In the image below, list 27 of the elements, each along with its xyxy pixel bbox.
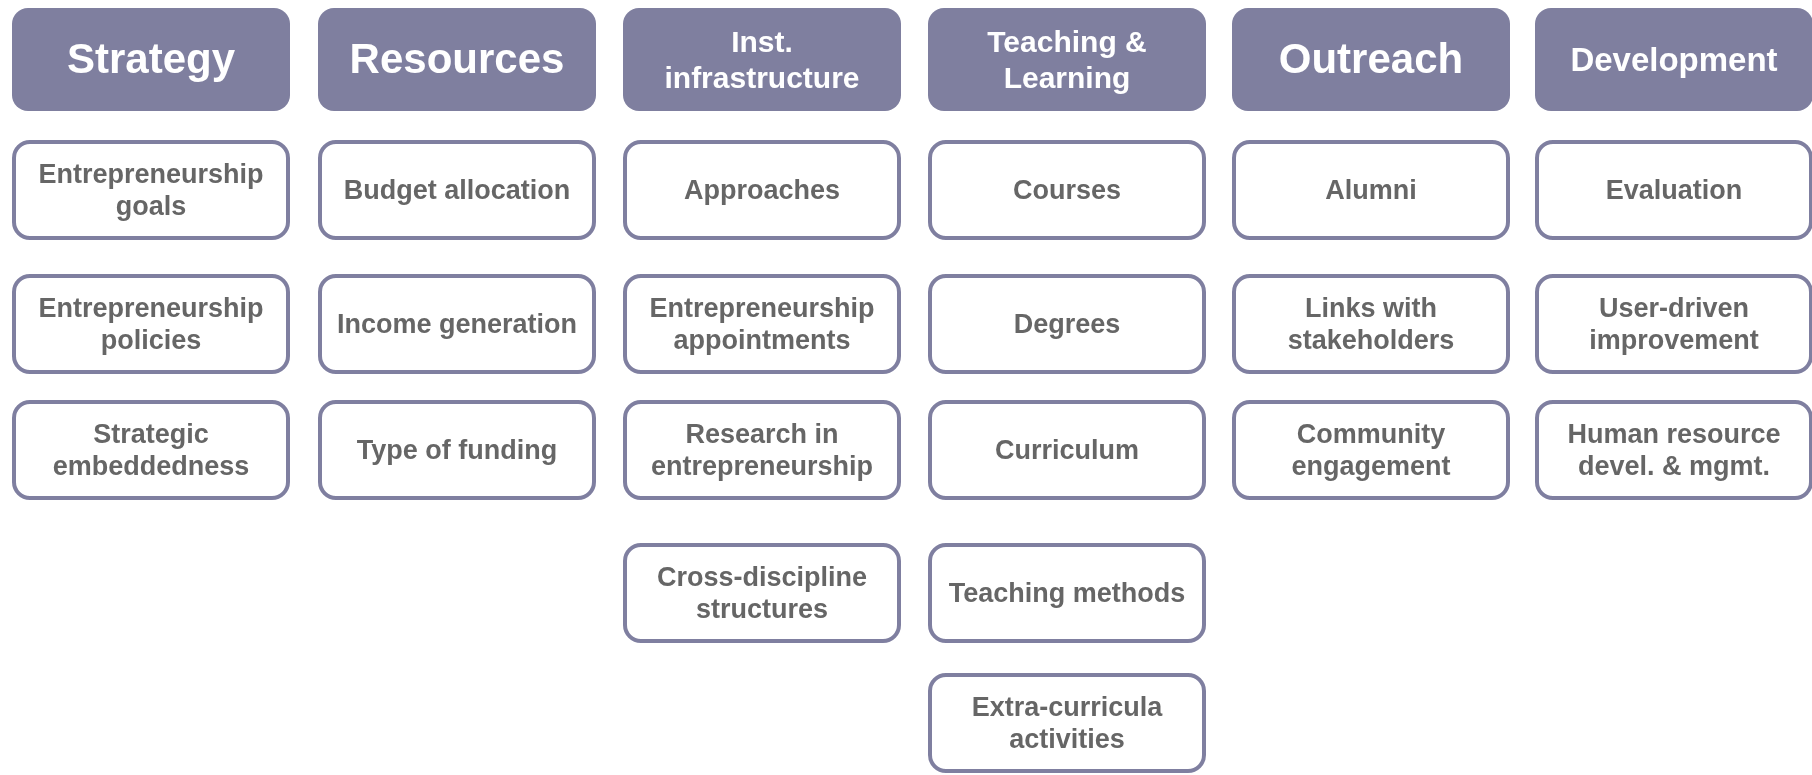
item-box: Links with stakeholders xyxy=(1232,274,1510,374)
item-box: Entrepreneurship appointments xyxy=(623,274,901,374)
category-header: Resources xyxy=(318,8,596,111)
item-box: User-driven improvement xyxy=(1535,274,1812,374)
item-box: Budget allocation xyxy=(318,140,596,240)
category-header: Strategy xyxy=(12,8,290,111)
item-box: Alumni xyxy=(1232,140,1510,240)
item-box: Evaluation xyxy=(1535,140,1812,240)
item-box: Courses xyxy=(928,140,1206,240)
item-box: Strategic embeddedness xyxy=(12,400,290,500)
item-box: Entrepreneurship policies xyxy=(12,274,290,374)
item-box: Extra-curricula activities xyxy=(928,673,1206,773)
item-box: Research in entrepreneurship xyxy=(623,400,901,500)
item-box: Income generation xyxy=(318,274,596,374)
item-box: Approaches xyxy=(623,140,901,240)
item-box: Entrepreneurship goals xyxy=(12,140,290,240)
item-box: Community engagement xyxy=(1232,400,1510,500)
item-box: Cross-discipline structures xyxy=(623,543,901,643)
category-header: Outreach xyxy=(1232,8,1510,111)
item-box: Teaching methods xyxy=(928,543,1206,643)
item-box: Human resource devel. & mgmt. xyxy=(1535,400,1812,500)
item-box: Type of funding xyxy=(318,400,596,500)
category-header: Inst. infrastructure xyxy=(623,8,901,111)
item-box: Degrees xyxy=(928,274,1206,374)
item-box: Curriculum xyxy=(928,400,1206,500)
category-header: Development xyxy=(1535,8,1812,111)
category-header: Teaching & Learning xyxy=(928,8,1206,111)
